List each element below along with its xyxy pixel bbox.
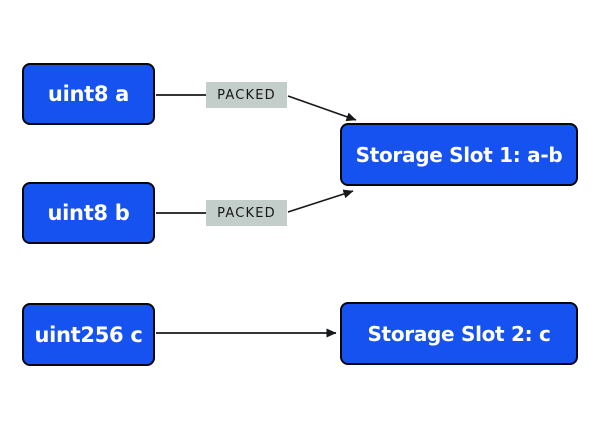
node-uint8-a-label: uint8 a: [47, 82, 130, 106]
arrow-packed-to-slot1-bottom: [287, 189, 354, 213]
node-uint256-c-label: uint256 c: [34, 322, 143, 347]
packed-badge-1-label: PACKED: [217, 87, 276, 103]
packed-badge-2: PACKED: [206, 200, 287, 226]
node-storage-slot-2-label: Storage Slot 2: c: [367, 321, 551, 346]
node-uint8-b-label: uint8 b: [47, 201, 130, 225]
packed-badge-1: PACKED: [206, 82, 287, 108]
arrow-packed-to-slot1-top: [287, 95, 357, 122]
node-uint8-a: uint8 a: [22, 63, 155, 125]
packed-badge-2-label: PACKED: [217, 205, 276, 221]
node-uint8-b: uint8 b: [22, 182, 155, 244]
node-storage-slot-1-label: Storage Slot 1: a-b: [355, 142, 563, 167]
node-uint256-c: uint256 c: [22, 303, 155, 366]
node-storage-slot-2: Storage Slot 2: c: [340, 302, 578, 365]
node-storage-slot-1: Storage Slot 1: a-b: [340, 123, 578, 186]
